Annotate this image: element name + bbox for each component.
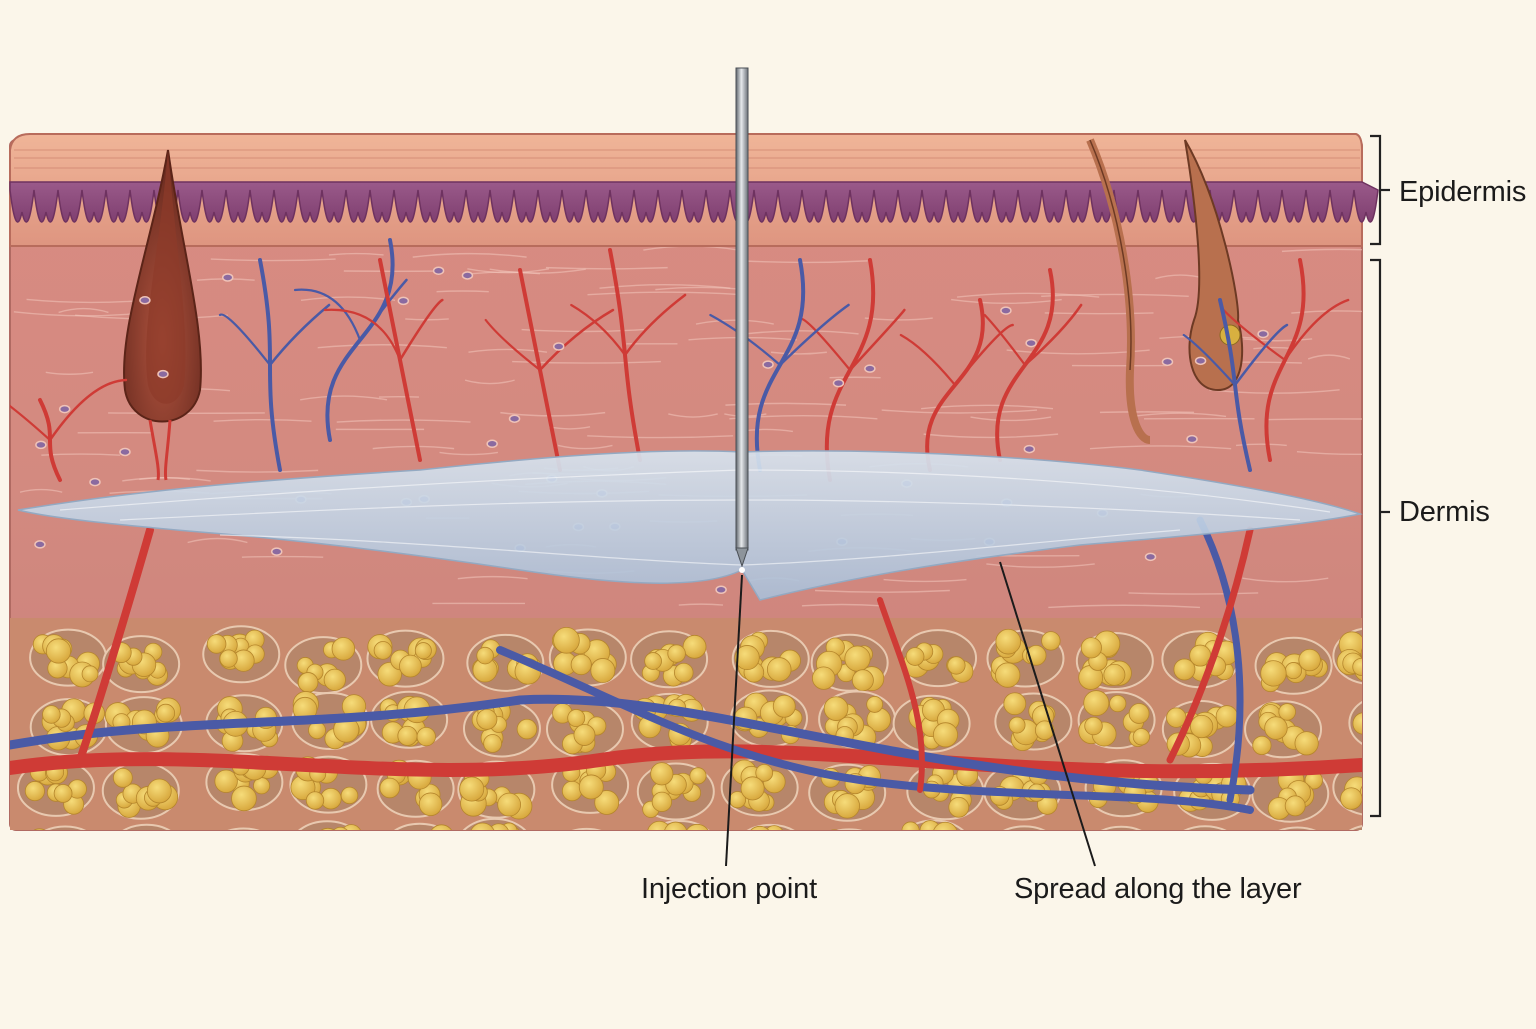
injection-point-label: Injection point xyxy=(641,873,817,905)
dermis-bracket xyxy=(1370,258,1390,818)
injected-fluid xyxy=(17,450,1363,601)
hair-follicle-icon xyxy=(123,149,202,481)
epidermis-bracket xyxy=(1370,134,1390,246)
epidermis-layer xyxy=(9,133,1379,247)
spread-label: Spread along the layer xyxy=(1014,873,1302,905)
leader-lines xyxy=(725,561,1096,867)
dermis-label: Dermis xyxy=(1399,496,1490,528)
epidermis-label: Epidermis xyxy=(1399,176,1527,208)
blood-vessels xyxy=(10,238,1362,814)
injection-leader-line xyxy=(725,574,743,867)
needle-icon xyxy=(735,67,749,573)
spread-leader-line xyxy=(999,561,1096,867)
